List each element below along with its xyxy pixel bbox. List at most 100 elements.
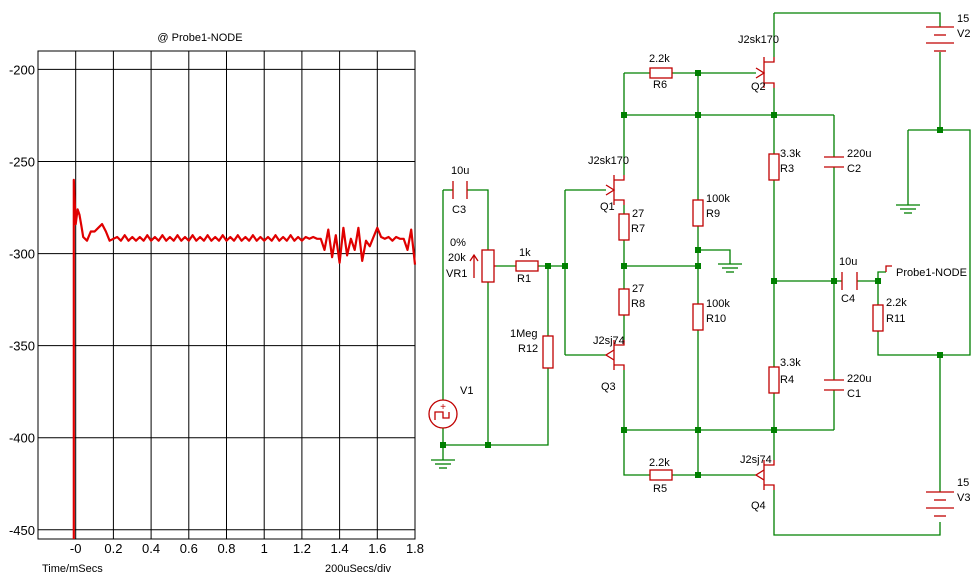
capacitor-c2 [824, 156, 844, 168]
chart-grid [38, 51, 416, 539]
label-q3-ref: Q3 [601, 381, 616, 393]
label-v2-ref: V2 [957, 28, 970, 40]
ground-icon [896, 204, 920, 214]
resistor-r5 [649, 469, 673, 481]
x-axis-label: Time/mSecs [42, 563, 103, 575]
y-tick-label: -250 [9, 154, 35, 169]
jfet-q1 [605, 175, 625, 205]
label-r12-ref: R12 [518, 343, 538, 355]
label-c2-value: 220u [847, 148, 871, 160]
label-c4-value: 10u [839, 256, 857, 268]
label-r6-value: 2.2k [649, 53, 670, 65]
x-tick-label: 1.8 [406, 541, 424, 556]
label-c1-value: 220u [847, 373, 871, 385]
x-tick-label: 1 [261, 541, 268, 556]
label-c4-ref: C4 [841, 293, 855, 305]
label-r10-value: 100k [706, 298, 730, 310]
label-q1-part: J2sk170 [588, 155, 629, 167]
battery-v2 [926, 26, 954, 52]
label-c2-ref: C2 [847, 163, 861, 175]
label-r7-ref: R7 [631, 223, 645, 235]
potentiometer-vr1 [481, 249, 495, 283]
label-q1-ref: Q1 [600, 201, 615, 213]
label-r7-value: 27 [632, 208, 644, 220]
resistor-r9 [692, 199, 704, 227]
label-r1-ref: R1 [517, 273, 531, 285]
chart-title: @ Probe1-NODE [157, 32, 242, 44]
label-q4-part: J2sj74 [740, 454, 772, 466]
y-tick-label: -200 [9, 62, 35, 77]
resistor-r10 [692, 303, 704, 331]
label-r12-value: 1Meg [510, 328, 538, 340]
y-tick-label: -450 [9, 523, 35, 538]
capacitor-c4 [841, 272, 858, 290]
resistor-r4 [768, 366, 780, 394]
label-v2-value: 15 [957, 13, 969, 25]
jfet-q2 [755, 57, 775, 88]
label-vr1-ref: VR1 [446, 268, 467, 280]
label-r4-value: 3.3k [780, 357, 801, 369]
voltage-source-v1: + [428, 399, 458, 429]
ground-symbols [431, 204, 920, 469]
capacitor-c1 [824, 379, 844, 391]
label-r11-ref: R11 [886, 313, 905, 325]
resistor-r8 [618, 288, 630, 316]
label-r5-ref: R5 [653, 483, 667, 495]
x-tick-label: 0.2 [104, 541, 122, 556]
label-r9-value: 100k [706, 193, 730, 205]
label-r6-ref: R6 [653, 79, 667, 91]
x-tick-label: 1.4 [331, 541, 349, 556]
x-tick-label: -0 [70, 541, 82, 556]
label-r11-value: 2.2k [886, 297, 907, 309]
label-q3-part: J2sj74 [593, 335, 625, 347]
x-tick-label: 0.8 [217, 541, 235, 556]
label-r9-ref: R9 [706, 208, 720, 220]
ground-icon [718, 263, 742, 273]
x-scale-label: 200uSecs/div [325, 563, 392, 575]
label-r10-ref: R10 [706, 313, 726, 325]
label-r1-value: 1k [519, 247, 531, 259]
jfet-q4 [754, 460, 775, 490]
capacitor-c3 [452, 181, 468, 199]
circuit-schematic: + [428, 12, 971, 536]
x-tick-label: 1.2 [293, 541, 311, 556]
resistor-r1 [515, 260, 539, 272]
transistors [604, 57, 775, 490]
label-q4-ref: Q4 [751, 500, 766, 512]
resistor-r7 [618, 213, 630, 241]
x-tick-label: 0.4 [142, 541, 160, 556]
battery-v3 [926, 491, 954, 517]
series-line-probe1 [72, 178, 417, 539]
y-tick-label: -350 [9, 339, 35, 354]
label-r3-ref: R3 [780, 163, 794, 175]
resistor-r3 [768, 153, 780, 181]
resistors [469, 67, 884, 481]
y-tick-label: -400 [9, 431, 35, 446]
resistor-r6 [649, 67, 673, 79]
label-probe: Probe1-NODE [896, 267, 967, 279]
label-r8-ref: R8 [631, 298, 645, 310]
resistor-r12 [542, 335, 554, 369]
junction-dots [440, 70, 943, 478]
y-tick-labels: -200 -250 -300 -350 -400 -450 [9, 62, 35, 537]
probe-chart: @ Probe1-NODE -200 -250 -300 -350 -400 -450 -… [9, 32, 424, 575]
label-c3-value: 10u [451, 165, 469, 177]
y-tick-label: -300 [9, 247, 35, 262]
svg-text:+: + [440, 402, 446, 413]
label-q2-ref: Q2 [751, 81, 766, 93]
x-tick-label: 0.6 [180, 541, 198, 556]
probe-icon [885, 265, 892, 272]
jfet-q3 [604, 340, 625, 370]
label-r4-ref: R4 [780, 374, 794, 386]
label-c1-ref: C1 [847, 388, 861, 400]
label-v3-value: 15 [957, 477, 969, 489]
label-vr1-setting: 0% [450, 237, 466, 249]
component-labels: J2sk170 Q2 2.2k R6 J2sk170 Q1 27 R7 27 R… [446, 13, 970, 512]
label-q2-part: J2sk170 [738, 34, 779, 46]
resistor-r11 [872, 304, 884, 332]
capacitors [452, 156, 858, 391]
label-vr1-value: 20k [448, 252, 466, 264]
label-r8-value: 27 [632, 283, 644, 295]
label-r3-value: 3.3k [780, 148, 801, 160]
